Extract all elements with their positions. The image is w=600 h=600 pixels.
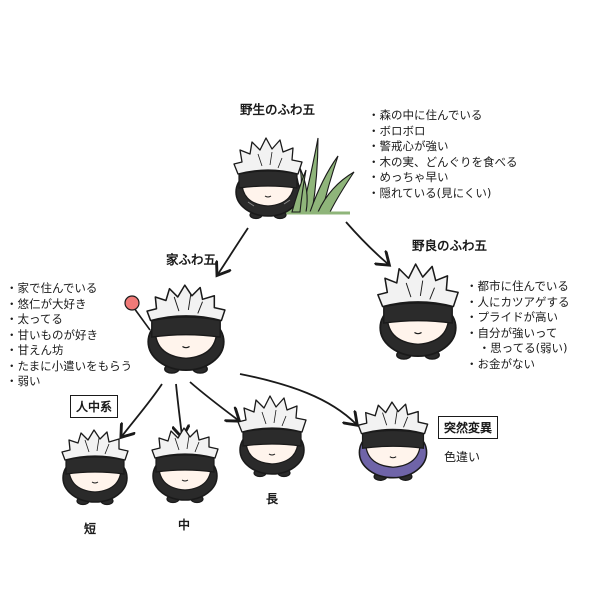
wild-fact: 森の中に住んでいる: [368, 108, 518, 124]
house-facts: 家で住んでいる 悠仁が大好き 太ってる 甘いものが好き 甘えん坊 たまに小遣いを…: [6, 281, 133, 390]
wild-fact: 隠れている(見にくい): [368, 186, 518, 202]
stray-fuwago-character: [377, 263, 459, 360]
variant-long-label: 長: [266, 492, 279, 506]
house-title: 家ふわ五: [166, 252, 217, 267]
grass-blade-front: [291, 169, 307, 213]
stray-fact: お金がない: [466, 357, 570, 373]
stray-fact: 自分が強いって: [466, 326, 570, 342]
house-fact: 悠仁が大好き: [6, 297, 132, 313]
wild-fact: ボロボロ: [368, 124, 518, 140]
house-fact: 家で住んでいる: [6, 281, 132, 297]
variant-short-label: 短: [84, 522, 97, 536]
house-fact: 甘いものが好き: [6, 328, 132, 344]
variant-mid-character: [151, 427, 219, 504]
stray-title: 野良のふわ五: [412, 238, 488, 253]
wild-title: 野生のふわ五: [240, 102, 316, 117]
wild-fact: 警戒心が強い: [368, 139, 518, 155]
stray-fact: 都市に住んでいる: [466, 279, 570, 295]
arrow-house-to-short: [122, 383, 163, 436]
stray-fact: プライドが高い: [466, 310, 570, 326]
variant-long-character: [237, 395, 307, 478]
house-fact: たまに小遣いをもらう: [6, 359, 133, 375]
mutation-caption: 色違い: [444, 450, 481, 464]
arrow-house-to-mutant: [239, 373, 356, 424]
house-fact: 弱い: [6, 374, 132, 390]
arrow-house-to-mid: [176, 383, 182, 436]
wild-facts: 森の中に住んでいる ボロボロ 警戒心が強い 木の実、どんぐりを食べる めっちゃ早…: [368, 108, 518, 201]
arrow-wild-to-house: [218, 227, 249, 274]
mutation-label-box: 突然変異: [438, 416, 499, 439]
variant-mid-label: 中: [178, 518, 191, 532]
wild-fact: 木の実、どんぐりを食べる: [368, 155, 518, 171]
wild-fact: めっちゃ早い: [368, 170, 518, 186]
arrow-wild-to-stray: [345, 221, 388, 264]
stray-fact: 人にカツアゲする: [466, 295, 570, 311]
stray-facts: 都市に住んでいる 人にカツアゲする プライドが高い 自分が強いって 思ってる(弱…: [466, 279, 570, 372]
house-fact: 太ってる: [6, 312, 132, 328]
arrow-house-to-long: [189, 381, 238, 420]
mutation-character: [357, 401, 429, 481]
bred-label-box: 人中系: [70, 395, 119, 418]
house-fuwago-character: [146, 284, 226, 374]
variant-short-character: [61, 429, 129, 506]
stray-fact: 思ってる(弱い): [466, 341, 570, 357]
wild-fuwago-character: [233, 137, 303, 220]
house-fact: 甘えん坊: [6, 343, 132, 359]
